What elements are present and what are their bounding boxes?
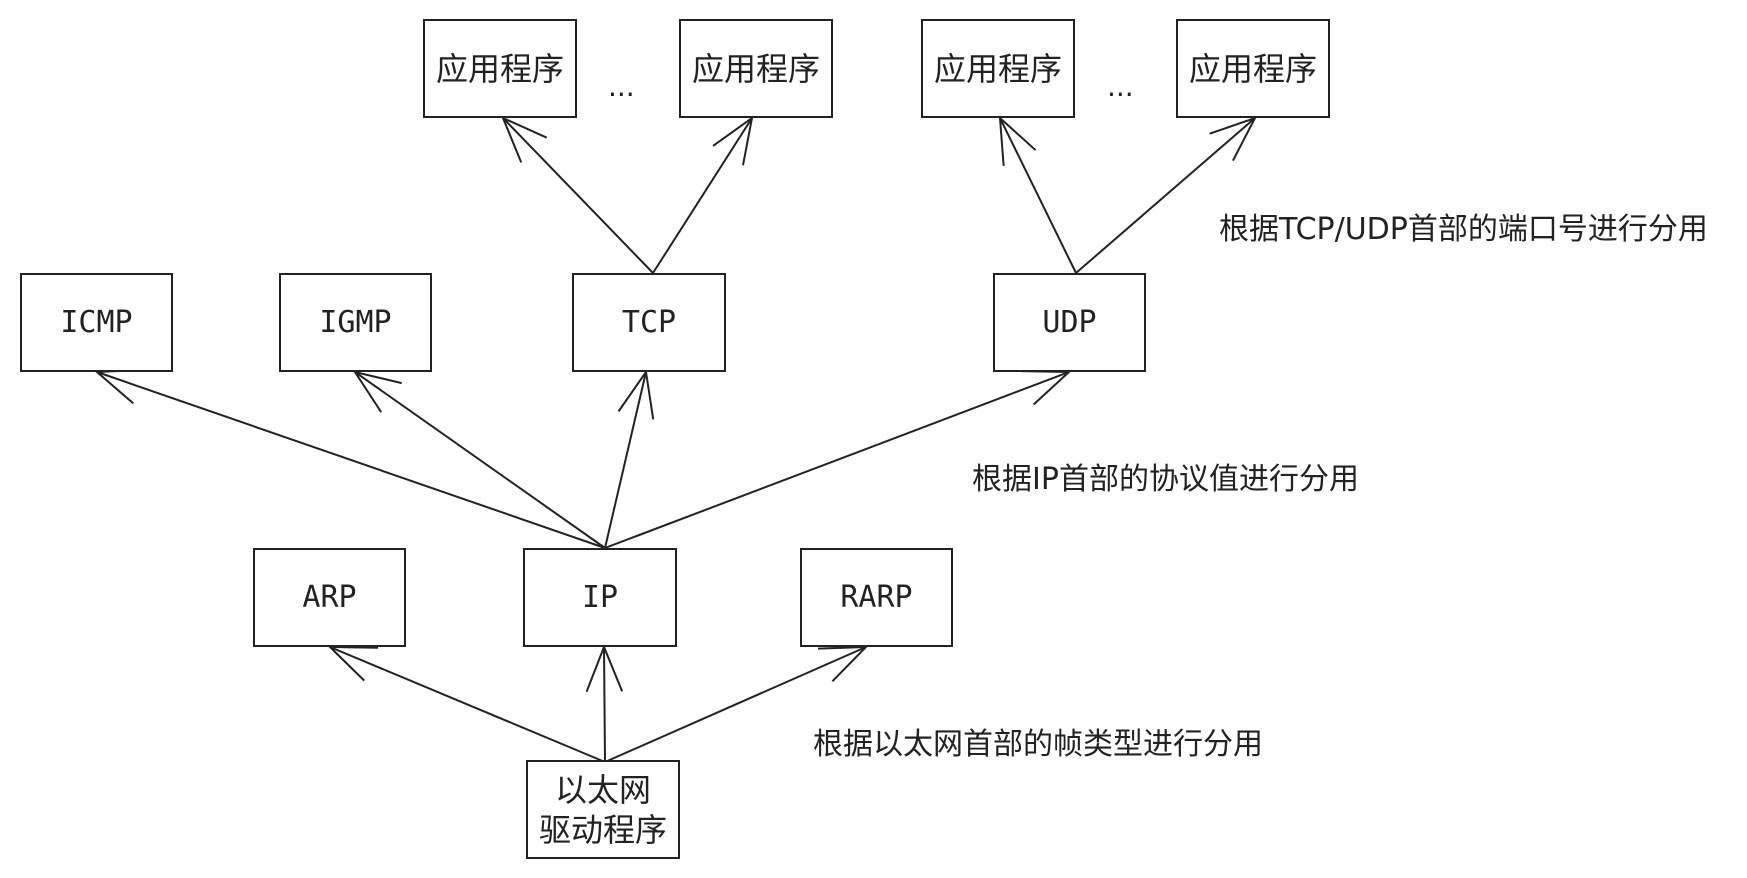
eth-to-ip-arrowhead-icon — [585, 644, 624, 693]
udp-to-app3-line — [999, 117, 1077, 274]
ip-to-igmp-line — [354, 371, 606, 549]
udp-box: UDP — [993, 273, 1146, 372]
udp-to-app4-line — [1075, 117, 1256, 274]
tcp-to-app2-line — [652, 117, 753, 274]
rarp-box: RARP — [800, 548, 953, 647]
app-box-3: 应用程序 — [921, 19, 1075, 118]
eth-to-rarp-arrowhead-icon — [817, 645, 869, 682]
ellipsis-udp: ··· — [1107, 78, 1134, 111]
ip-box: IP — [523, 548, 677, 647]
tcp-box: TCP — [572, 273, 726, 372]
tcp-to-app1-line — [502, 117, 654, 274]
app-box-1: 应用程序 — [423, 19, 577, 118]
icmp-box: ICMP — [20, 273, 173, 372]
note-protocol-demux: 根据IP首部的协议值进行分用 — [972, 462, 1359, 497]
ip-to-igmp-arrowhead-icon — [352, 370, 402, 413]
app-box-2: 应用程序 — [679, 19, 833, 118]
eth-to-arp-arrowhead-icon — [327, 645, 379, 682]
tcp-to-app2-arrowhead-icon — [712, 115, 754, 166]
ip-to-udp-line — [604, 371, 1070, 549]
note-port-demux: 根据TCP/UDP首部的端口号进行分用 — [1219, 212, 1708, 247]
eth-to-rarp-line — [604, 646, 867, 763]
udp-to-app3-arrowhead-icon — [998, 115, 1037, 166]
ip-to-tcp-arrowhead-icon — [617, 369, 655, 420]
note-frame-demux: 根据以太网首部的帧类型进行分用 — [813, 727, 1263, 762]
udp-to-app4-arrowhead-icon — [1209, 116, 1258, 162]
eth-to-arp-line — [329, 646, 606, 763]
app-box-4: 应用程序 — [1176, 19, 1330, 118]
ethernet-driver-box: 以太网 驱动程序 — [526, 760, 680, 859]
eth-to-ip-line — [603, 646, 606, 763]
igmp-box: IGMP — [279, 273, 432, 372]
ip-to-tcp-line — [604, 371, 647, 549]
ellipsis-tcp: ··· — [608, 78, 635, 111]
arp-box: ARP — [253, 548, 406, 647]
ip-to-icmp-line — [96, 371, 606, 549]
tcp-to-app1-arrowhead-icon — [501, 116, 548, 163]
